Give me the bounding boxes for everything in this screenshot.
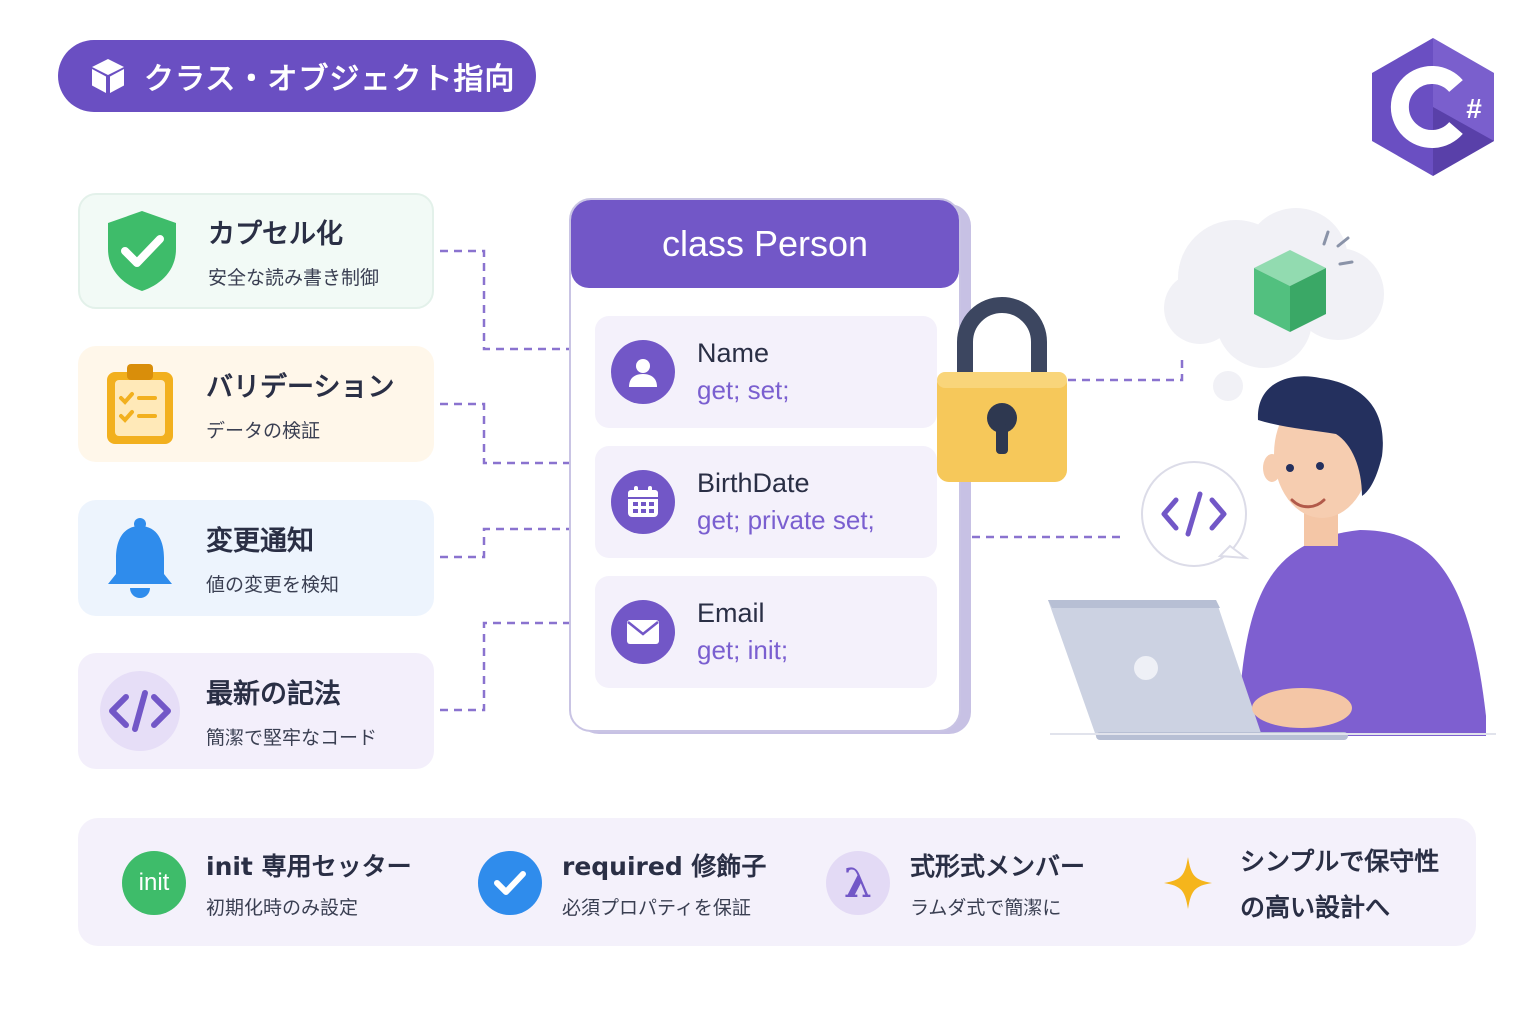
class-person-panel: class Person Name get; set;: [569, 198, 971, 734]
developer-illustration: [1048, 208, 1496, 740]
init-badge-icon: init: [122, 851, 186, 915]
clipboard-checklist-icon: [100, 364, 180, 444]
feature-subtitle: データの検証: [206, 420, 321, 442]
bottom-feature-bar: init init 専用セッター 初期化時のみ設定 required 修飾子 必…: [78, 818, 1476, 946]
page-title: クラス・オブジェクト指向: [144, 62, 516, 97]
property-name: Email: [697, 598, 765, 628]
calendar-icon: [611, 470, 675, 534]
bottom-item-init-setter: init init 専用セッター 初期化時のみ設定: [122, 848, 412, 919]
feature-title: バリデーション: [206, 372, 395, 403]
person: [1238, 376, 1486, 736]
bottom-item-title: シンプルで保守性: [1240, 847, 1440, 876]
class-title: class Person: [661, 223, 869, 264]
bottom-item-simple-design: シンプルで保守性 の高い設計へ: [1156, 847, 1439, 922]
feature-card-change-notification: 変更通知 値の変更を検知: [78, 500, 434, 616]
feature-card-modern-syntax: 最新の記法 簡潔で堅牢なコード: [78, 653, 434, 769]
speech-bubble-code-icon: [1141, 461, 1250, 567]
property-accessors: get; private set;: [697, 505, 875, 535]
sparkle-lines: [1322, 230, 1354, 266]
property-row-email: Email get; init;: [595, 576, 937, 688]
property-name: Name: [697, 338, 770, 368]
feature-subtitle: 値の変更を検知: [206, 574, 340, 596]
header-pill: クラス・オブジェクト指向: [58, 40, 536, 112]
feature-title: 最新の記法: [206, 679, 341, 710]
bell-icon: [100, 518, 180, 598]
cube-icon: [92, 59, 124, 93]
feature-subtitle: 簡潔で堅牢なコード: [206, 727, 378, 749]
check-circle-icon: [478, 851, 542, 915]
feature-card-validation: バリデーション データの検証: [78, 346, 434, 462]
bottom-item-title: required 修飾子: [562, 851, 767, 881]
property-name: BirthDate: [697, 468, 810, 498]
property-accessors: get; init;: [697, 635, 789, 665]
feature-title: カプセル化: [208, 219, 343, 250]
logo-symbol: #: [1466, 93, 1482, 124]
lambda-icon: λ: [826, 851, 890, 915]
property-row-name: Name get; set;: [595, 316, 937, 428]
lambda-glyph: λ: [843, 859, 873, 907]
padlock-icon: [937, 297, 1067, 482]
shield-check-icon: [102, 211, 182, 291]
init-badge-label: init: [138, 869, 170, 896]
property-row-birthdate: BirthDate get; private set;: [595, 446, 937, 558]
envelope-icon: [611, 600, 675, 664]
property-accessors: get; set;: [697, 375, 790, 405]
bottom-item-subtitle: 初期化時のみ設定: [206, 896, 359, 919]
feature-card-encapsulation: カプセル化 安全な読み書き制御: [78, 193, 434, 309]
sparkle-icon: [1156, 851, 1220, 915]
bottom-item-title: init 専用セッター: [206, 851, 412, 881]
bottom-item-required: required 修飾子 必須プロパティを保証: [478, 848, 767, 919]
bottom-item-subtitle: ラムダ式で簡潔に: [910, 896, 1062, 919]
panel-header: class Person: [571, 200, 959, 288]
feature-title: 変更通知: [206, 526, 314, 557]
csharp-logo: #: [1372, 38, 1494, 176]
user-icon: [611, 340, 675, 404]
green-cube-icon: [1254, 250, 1326, 332]
hand: [1252, 688, 1352, 728]
bottom-item-expression-members: λ 式形式メンバー ラムダ式で簡潔に: [826, 848, 1086, 919]
panel-body: class Person Name get; set;: [569, 198, 961, 732]
code-brackets-icon: [100, 671, 180, 751]
feature-subtitle: 安全な読み書き制御: [208, 267, 380, 289]
laptop: [1048, 600, 1496, 740]
bottom-item-title: 式形式メンバー: [910, 851, 1086, 881]
bottom-item-subtitle: の高い設計へ: [1240, 893, 1391, 922]
bottom-item-subtitle: 必須プロパティを保証: [562, 896, 751, 919]
